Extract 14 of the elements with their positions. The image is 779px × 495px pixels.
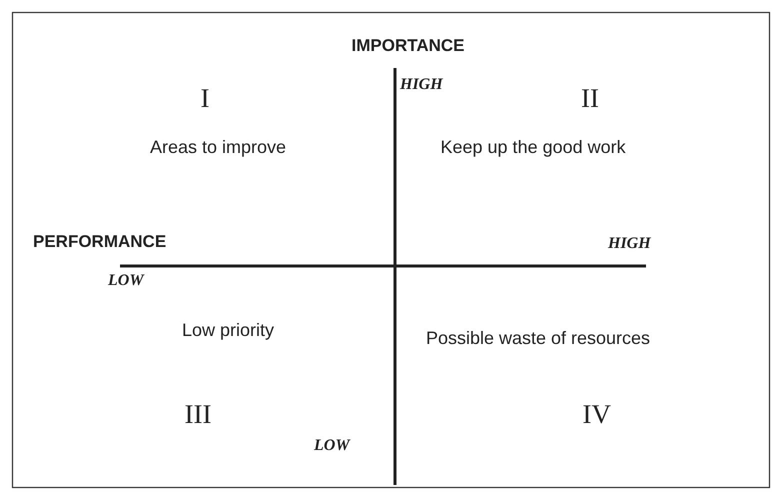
axis-end-label: HIGH [400,75,443,94]
axis-end-label: HIGH [608,234,651,254]
quadrant-number: IV [582,398,611,430]
axis-title: PERFORMANCE [33,232,166,252]
quadrant-label: Keep up the good work [440,137,626,159]
axis-end-label: LOW [108,271,144,290]
quadrant-number: III [184,398,212,430]
quadrant-label: Areas to improve [150,137,286,159]
axis-title: IMPORTANCE [352,36,465,56]
quadrant-label: Possible waste of resources [424,328,652,350]
quadrant-number: I [200,82,210,114]
quadrant-label: Low priority [182,320,274,342]
quadrant-number: II [581,82,599,114]
axis-end-label: LOW [314,436,350,456]
